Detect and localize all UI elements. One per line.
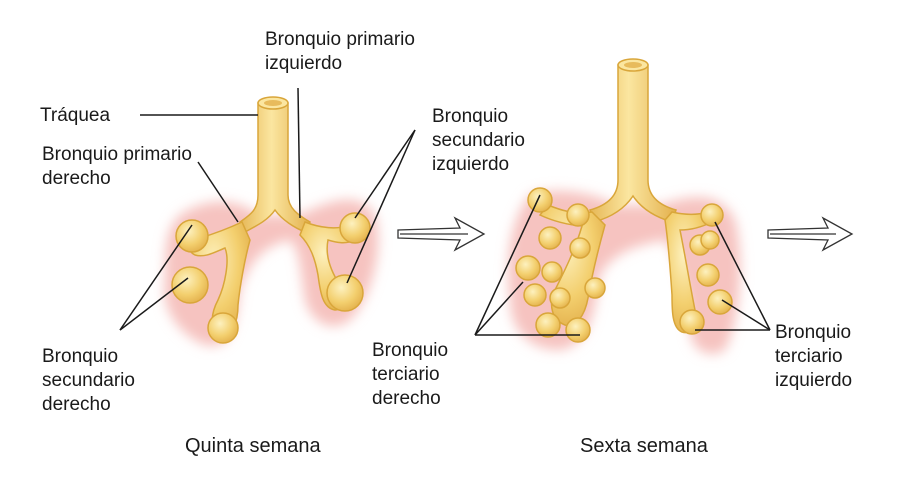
label-line: Bronquio xyxy=(42,346,118,367)
left-primary-bronchus-left xyxy=(299,212,371,312)
caption-quinta-semana: Quinta semana xyxy=(185,435,322,457)
caption-sexta-semana: Sexta semana xyxy=(580,435,709,457)
transition-arrow-2 xyxy=(767,216,854,252)
label-bronquio-terciario-izquierdo: Bronquio terciario izquierdo xyxy=(775,322,856,391)
label-line: Bronquio xyxy=(775,322,851,343)
label-line: secundario xyxy=(42,370,135,391)
label-line: secundario xyxy=(432,130,525,151)
fifth-week-lung xyxy=(164,96,379,346)
trachea-left xyxy=(239,96,311,234)
labels: Tráquea Bronquio primario derecho Bronqu… xyxy=(40,29,856,457)
label-line: Bronquio xyxy=(372,340,448,361)
sixth-week-lung xyxy=(508,58,741,354)
label-line: izquierdo xyxy=(775,370,852,391)
label-traquea: Tráquea xyxy=(40,105,110,126)
label-bronquio-secundario-izquierdo: Bronquio secundario izquierdo xyxy=(432,106,530,175)
label-line: Bronquio primario xyxy=(42,144,192,165)
label-bronquio-terciario-derecho: Bronquio terciario derecho xyxy=(372,340,453,409)
label-bronquio-secundario-derecho: Bronquio secundario derecho xyxy=(42,346,140,415)
label-line: terciario xyxy=(775,346,843,367)
transition-arrow-1 xyxy=(397,216,486,252)
label-bronquio-primario-derecho: Bronquio primario derecho xyxy=(42,144,197,189)
trachea-right xyxy=(589,58,677,223)
label-line: izquierdo xyxy=(265,53,342,74)
right-lung-tertiary-buds xyxy=(515,187,606,343)
leader-lines xyxy=(119,87,771,336)
label-bronquio-primario-izquierdo: Bronquio primario izquierdo xyxy=(265,29,420,74)
label-line: derecho xyxy=(372,388,441,409)
left-lung-tertiary-buds xyxy=(664,203,733,335)
label-line: Bronquio primario xyxy=(265,29,415,50)
label-line: derecho xyxy=(42,394,111,415)
label-line: terciario xyxy=(372,364,440,385)
right-primary-bronchus-left xyxy=(171,219,251,344)
label-line: derecho xyxy=(42,168,111,189)
label-line: Bronquio xyxy=(432,106,508,127)
label-line: izquierdo xyxy=(432,154,509,175)
